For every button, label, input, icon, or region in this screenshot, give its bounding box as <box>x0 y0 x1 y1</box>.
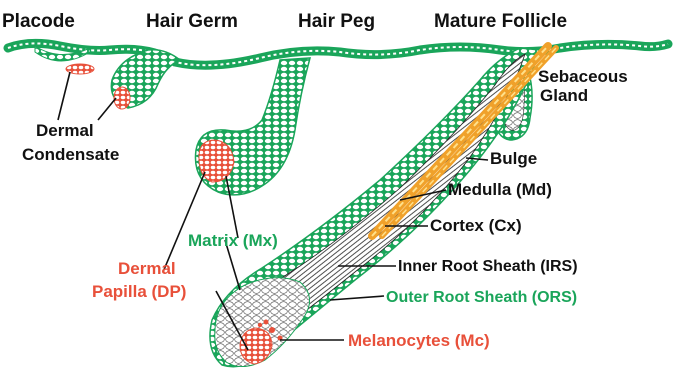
skin-epithelium <box>8 43 668 65</box>
label-sebaceous: Sebaceous <box>538 67 628 86</box>
label-dermal-papilla-1: Dermal <box>118 259 176 278</box>
hair-shaft <box>372 46 556 236</box>
label-inner-root-sheath: Inner Root Sheath (IRS) <box>398 258 578 275</box>
label-medulla: Medulla (Md) <box>448 180 552 199</box>
hair-germ-dermal-condensate <box>114 87 130 109</box>
title-hair-peg: Hair Peg <box>298 11 375 32</box>
label-gland: Gland <box>540 86 588 105</box>
label-cortex: Cortex (Cx) <box>430 216 522 235</box>
title-hair-germ: Hair Germ <box>146 11 238 32</box>
title-mature-follicle: Mature Follicle <box>434 11 567 32</box>
label-melanocytes: Melanocytes (Mc) <box>348 331 490 350</box>
title-placode: Placode <box>2 11 75 32</box>
label-dermal-papilla-2: Papilla (DP) <box>92 282 186 301</box>
label-condensate: Condensate <box>22 145 119 164</box>
label-outer-root-sheath: Outer Root Sheath (ORS) <box>386 289 577 306</box>
label-bulge: Bulge <box>490 149 537 168</box>
label-matrix: Matrix (Mx) <box>188 231 278 250</box>
label-dermal: Dermal <box>36 121 94 140</box>
